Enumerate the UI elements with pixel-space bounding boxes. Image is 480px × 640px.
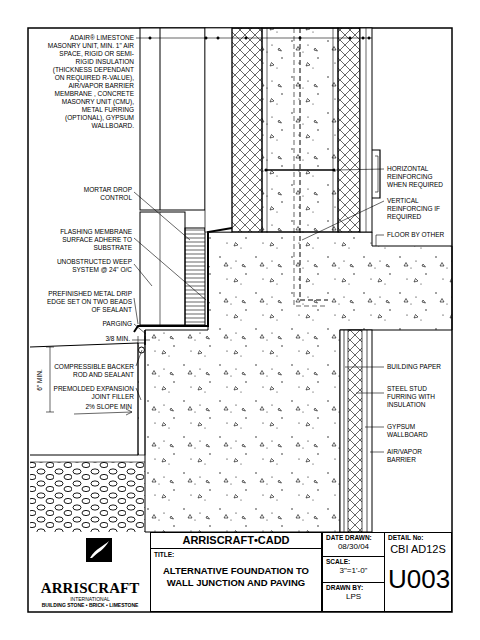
drawing-title: ALTERNATIVE FOUNDATION TO WALL JUNCTION … <box>154 565 318 589</box>
title-block-text: LPS <box>326 592 381 602</box>
title-block-text: ARRISCRAFT <box>32 580 148 596</box>
callout-note: UNOBSTRUCTED WEEP SYSTEM @ 24" O/C <box>52 258 132 274</box>
logo-cell: ARRISCRAFTINTERNATIONALBUILDING STONE • … <box>30 532 150 612</box>
title-block-text: DATE DRAWN: <box>326 534 381 542</box>
title-block-text: SCALE: <box>326 558 381 566</box>
title-block-text: TITLE: <box>154 551 318 559</box>
title-block-cell: SCALE:3"=1'-0" <box>322 556 385 583</box>
callout-note: STEEL STUD FURRING WITH INSULATION <box>387 385 451 409</box>
callout-note: FLASHING MEMBRANE SURFACE ADHERE TO SUBS… <box>52 228 132 252</box>
callout-note: MORTAR DROP CONTROL <box>70 186 132 202</box>
title-block-cell: TITLE: ALTERNATIVE FOUNDATION TO WALL JUN… <box>150 548 322 612</box>
callout-note: BUILDING PAPER <box>387 363 451 371</box>
title-block-text: DRAWN BY: <box>326 584 381 592</box>
title-block-text: 08/30/04 <box>326 542 381 552</box>
title-block-cell: DETAIL No:CBI AD12S U003 <box>384 532 452 612</box>
callout-note: ADAIR® LIMESTONE MASONRY UNIT, MIN. 1" A… <box>46 34 134 130</box>
callout-note: FLOOR BY OTHER <box>387 231 451 239</box>
dimension-label: 6" MIN. <box>36 358 44 402</box>
title-block-cell: DRAWN BY:LPS <box>322 582 385 612</box>
title-block-text: U003 <box>388 564 448 594</box>
callout-note: PREFINISHED METAL DRIP EDGE SET ON TWO B… <box>40 290 132 314</box>
title-block-cell: ARRISCRAFT•CADD <box>150 532 322 549</box>
title-block-cell: DATE DRAWN:08/30/04 <box>322 532 385 557</box>
dimension-label: 3/8 MIN. <box>94 335 130 343</box>
title-block-text: ARRISCRAFT•CADD <box>153 534 319 547</box>
title-block-text: INTERNATIONAL <box>32 596 148 602</box>
callout-note: PREMOLDED EXPANSION JOINT FILLER <box>52 385 134 401</box>
title-block-text: CBI AD12S <box>388 542 448 556</box>
title-block-text: 3"=1'-0" <box>326 566 381 576</box>
callout-note: AIR/VAPOR BARRIER <box>387 448 451 464</box>
callout-note: VERTICAL REINFORCING IF REQUIRED <box>387 197 451 221</box>
dimension-label: 2% SLOPE MIN <box>62 403 132 411</box>
title-block-text: BUILDING STONE • BRICK • LIMESTONE <box>32 602 148 608</box>
callout-note: PARGING <box>80 320 132 328</box>
callout-note: HORIZONTAL REINFORCING WHEN REQUIRED <box>387 165 451 189</box>
callout-note: COMPRESSIBLE BACKER ROD AND SEALANT <box>52 363 134 379</box>
callout-note: GYPSUM WALLBOARD <box>387 423 451 439</box>
title-block-text: DETAIL No: <box>388 534 448 542</box>
